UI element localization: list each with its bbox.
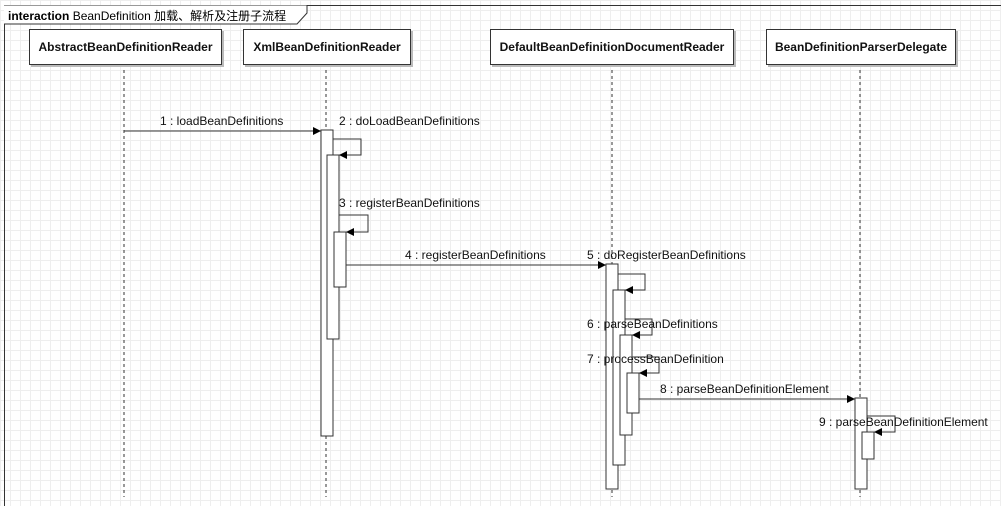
participant-label: AbstractBeanDefinitionReader	[38, 40, 213, 54]
message-label-7: 7 : processBeanDefinition	[587, 352, 724, 366]
message-label-5: 5 : doRegisterBeanDefinitions	[587, 248, 746, 262]
self-message-arrow-5	[618, 273, 646, 294]
participant-abstract-bean-definition-reader[interactable]: AbstractBeanDefinitionReader	[29, 29, 222, 65]
activation-bar-3	[333, 231, 347, 288]
self-message-arrow-9	[867, 415, 896, 436]
self-message-arrow-6	[625, 318, 653, 339]
participant-default-bean-definition-document-reader[interactable]: DefaultBeanDefinitionDocumentReader	[490, 29, 734, 65]
participant-bean-definition-parser-delegate[interactable]: BeanDefinitionParserDelegate	[766, 29, 956, 65]
message-label-4: 4 : registerBeanDefinitions	[405, 248, 546, 262]
participant-label: DefaultBeanDefinitionDocumentReader	[499, 40, 725, 54]
self-message-arrow-7	[632, 356, 660, 377]
frame-keyword: interaction	[8, 9, 70, 23]
message-label-8: 8 : parseBeanDefinitionElement	[660, 382, 829, 396]
participant-label: BeanDefinitionParserDelegate	[774, 40, 948, 54]
participant-label: XmlBeanDefinitionReader	[253, 40, 401, 54]
frame-label-tab	[4, 5, 308, 25]
activation-bar-9	[861, 431, 875, 460]
message-label-6: 6 : parseBeanDefinitions	[587, 317, 718, 331]
interaction-frame	[4, 5, 1001, 506]
activation-bar-7	[626, 372, 640, 414]
self-message-arrow-2	[333, 138, 362, 159]
message-label-1: 1 : loadBeanDefinitions	[160, 114, 283, 128]
frame-name: BeanDefinition 加载、解析及注册子流程	[72, 9, 287, 23]
message-label-3: 3 : registerBeanDefinitions	[339, 196, 480, 210]
frame-title: interaction BeanDefinition 加载、解析及注册子流程	[8, 7, 286, 24]
message-label-2: 2 : doLoadBeanDefinitions	[339, 114, 480, 128]
participant-xml-bean-definition-reader[interactable]: XmlBeanDefinitionReader	[243, 29, 411, 65]
self-message-arrow-3	[339, 214, 369, 236]
message-label-9: 9 : parseBeanDefinitionElement	[819, 415, 988, 429]
